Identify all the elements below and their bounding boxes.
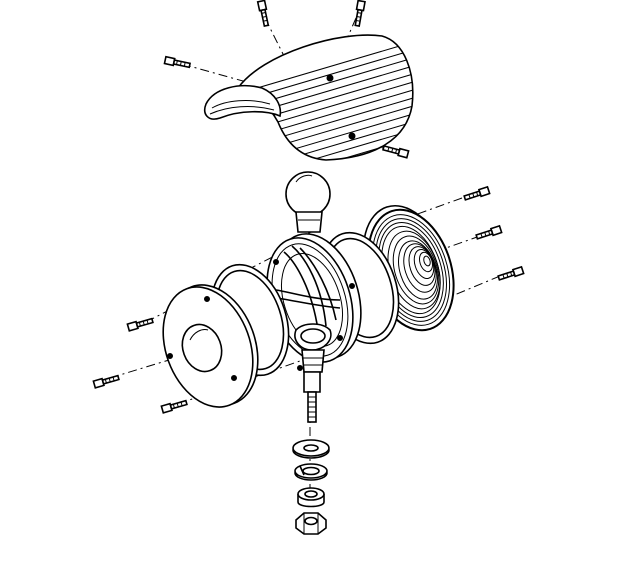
screw-icon [381, 143, 410, 159]
globe-bulb-icon [285, 171, 331, 248]
hex-nut-icon [295, 512, 327, 535]
screw-icon [462, 186, 491, 203]
lens-cover-icon [162, 284, 259, 408]
spacer-nut-icon [297, 487, 325, 508]
screw-icon [160, 398, 189, 414]
screw-icon [496, 266, 525, 283]
threaded-stem-icon [303, 371, 321, 423]
screw-icon [474, 225, 503, 242]
screw-icon [256, 0, 271, 28]
screw-icon [92, 373, 121, 389]
screw-icon [352, 0, 366, 28]
screw-icon [126, 316, 155, 332]
flat-washer-icon [292, 439, 330, 459]
lock-washer-icon [294, 463, 328, 481]
screw-icon [163, 55, 192, 70]
